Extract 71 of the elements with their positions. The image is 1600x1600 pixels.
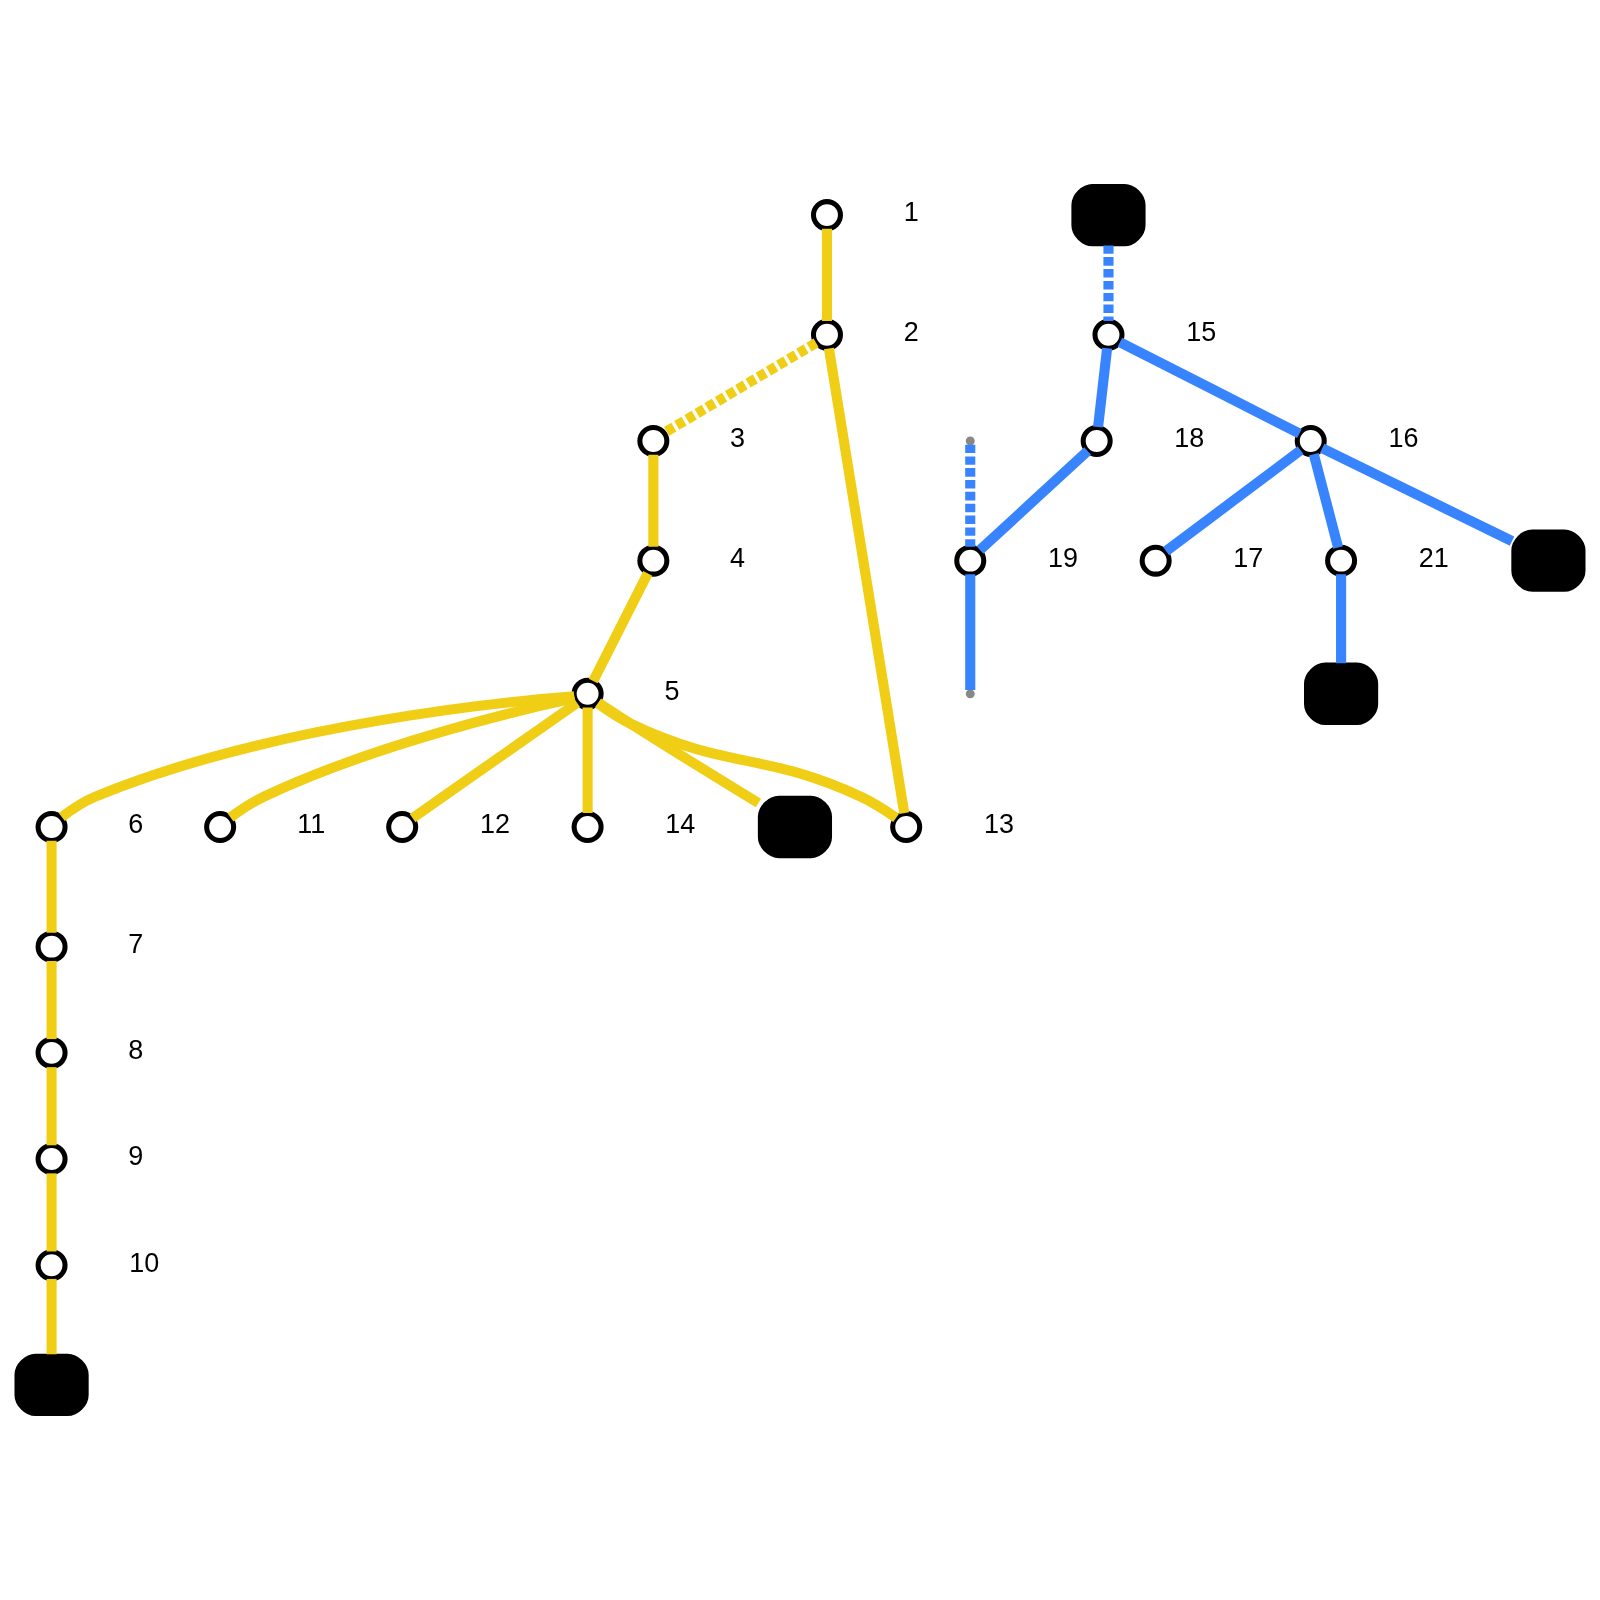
connector	[1308, 452, 1343, 549]
connector	[595, 698, 762, 808]
node-label: 12	[479, 809, 510, 840]
node-circle	[890, 810, 923, 843]
connector	[582, 707, 593, 813]
node-circle	[954, 544, 987, 577]
connector	[965, 574, 976, 690]
node-label: 16	[1388, 423, 1419, 454]
connector	[46, 960, 57, 1040]
connector	[409, 698, 580, 823]
node-circle	[571, 810, 604, 843]
connector	[821, 228, 833, 321]
node-label: 18	[1174, 423, 1205, 454]
node-label: 9	[128, 1141, 144, 1172]
node-circle	[1139, 544, 1172, 577]
node-label: 21	[1418, 543, 1449, 574]
connector	[661, 338, 819, 438]
connector	[588, 571, 653, 684]
node-label: 1	[903, 197, 919, 228]
node-circle	[1294, 424, 1327, 457]
connector	[1103, 245, 1114, 321]
node-label: 17	[1233, 543, 1264, 574]
connector	[46, 1278, 57, 1355]
node-circle	[571, 677, 604, 710]
node-label: 3	[730, 423, 746, 454]
node-circle	[810, 199, 843, 232]
connector	[1336, 574, 1347, 664]
connector	[1320, 443, 1515, 546]
connector	[46, 1173, 57, 1252]
node-label: 6	[128, 809, 144, 840]
connector	[227, 693, 576, 822]
node-label: 15	[1186, 317, 1217, 348]
connector	[648, 454, 659, 547]
node-label: 14	[665, 809, 696, 840]
node-box	[1071, 183, 1146, 247]
connector	[1093, 347, 1113, 428]
node-circle	[1092, 318, 1125, 351]
node-label: 5	[664, 676, 680, 707]
node-circle	[35, 1249, 68, 1282]
node-label: 11	[297, 809, 326, 840]
node-circle	[35, 930, 68, 963]
node-label: 4	[730, 543, 746, 574]
connector	[965, 444, 976, 547]
node-circle	[386, 810, 419, 843]
node-box	[14, 1353, 89, 1417]
connector	[46, 1067, 57, 1146]
node-circle	[35, 1036, 68, 1069]
connector	[823, 347, 910, 814]
connector	[46, 840, 57, 933]
node-box	[1511, 529, 1586, 592]
connector	[1163, 446, 1304, 556]
node-circle	[35, 1143, 68, 1176]
node-label: 2	[903, 317, 919, 348]
node-circle	[637, 424, 670, 457]
node-circle	[204, 810, 237, 843]
node-circle	[1080, 424, 1113, 457]
node-circle	[637, 544, 670, 577]
node-box	[757, 795, 833, 859]
node-label: 7	[128, 929, 144, 960]
node-label: 13	[983, 809, 1014, 840]
connector	[976, 447, 1091, 554]
node-label: 19	[1047, 543, 1078, 574]
node-circle	[1325, 544, 1358, 577]
connector	[58, 691, 575, 822]
node-circle	[810, 318, 843, 351]
node-box	[1304, 662, 1379, 725]
node-circle	[35, 810, 68, 843]
connector	[1117, 337, 1302, 438]
node-label: 8	[128, 1035, 144, 1066]
node-label: 10	[129, 1247, 160, 1278]
connector	[594, 699, 900, 823]
